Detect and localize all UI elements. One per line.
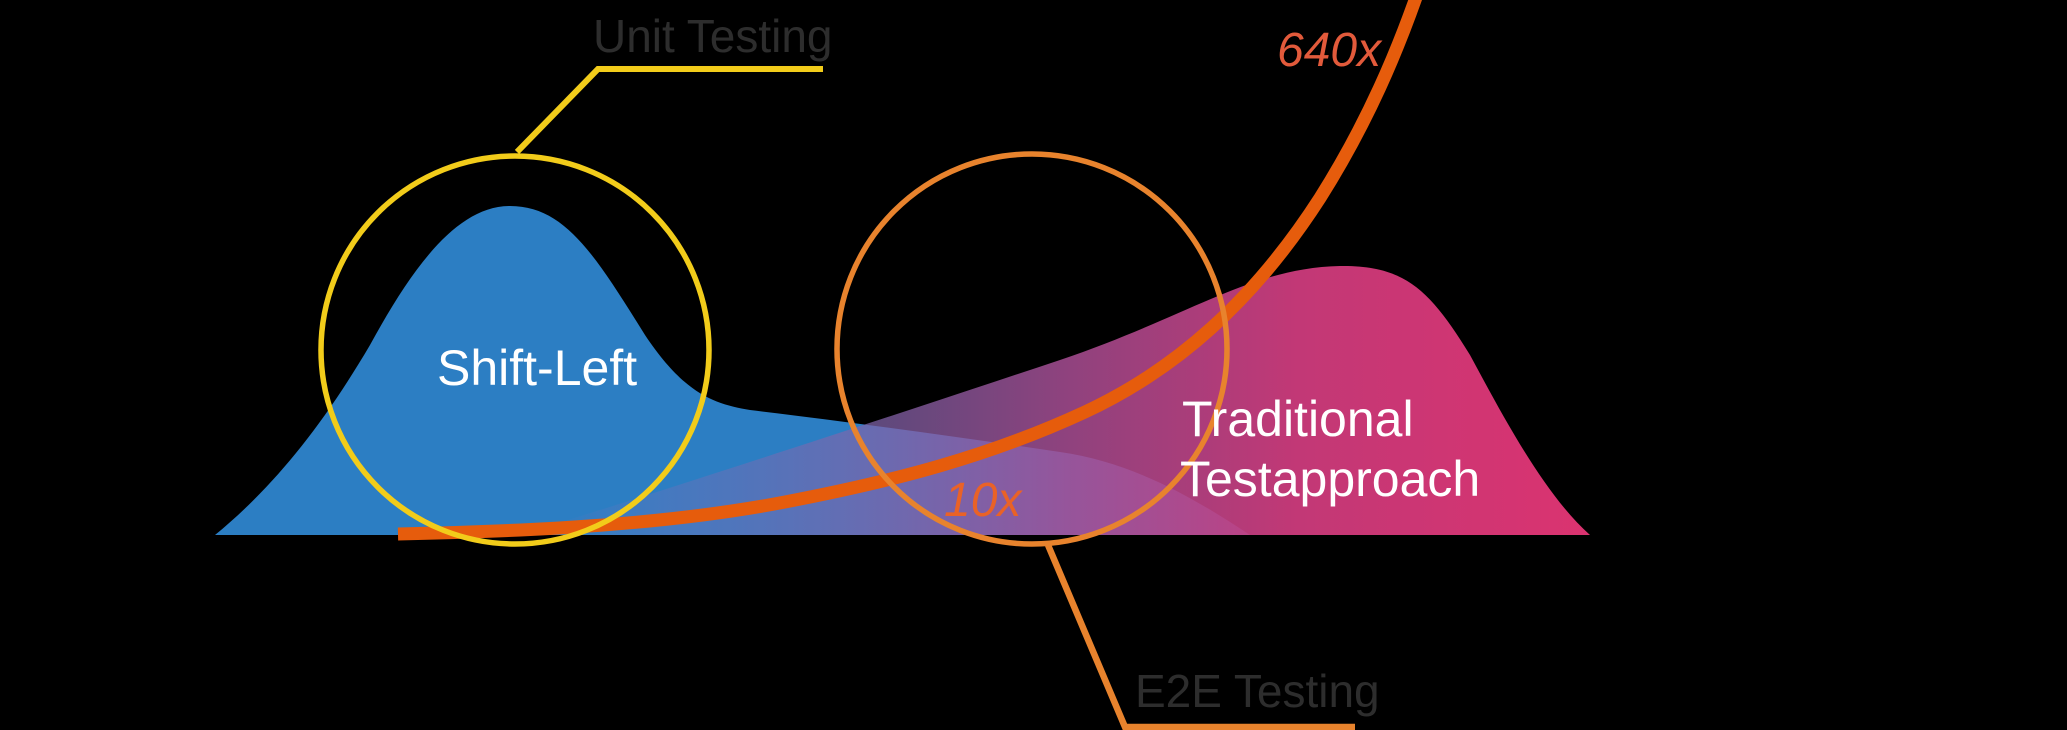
e2e-testing-label: E2E Testing (1135, 665, 1380, 717)
traditional-distribution (520, 265, 1590, 535)
e2e-testing-circle (834, 151, 1230, 547)
shift-left-label: Shift-Left (437, 340, 637, 396)
e2e-testing-connector-line (1045, 543, 1355, 730)
cost-640x-label: 640x (1277, 24, 1383, 77)
traditional-label-line2: Testapproach (1180, 451, 1480, 507)
unit-testing-label: Unit Testing (593, 10, 833, 62)
unit-testing-circle (318, 153, 712, 547)
cost-10x-label: 10x (944, 474, 1023, 527)
traditional-label-line1: Traditional (1182, 391, 1414, 447)
cost-curve (397, 0, 1422, 541)
unit-testing-connector-line (514, 66, 823, 155)
